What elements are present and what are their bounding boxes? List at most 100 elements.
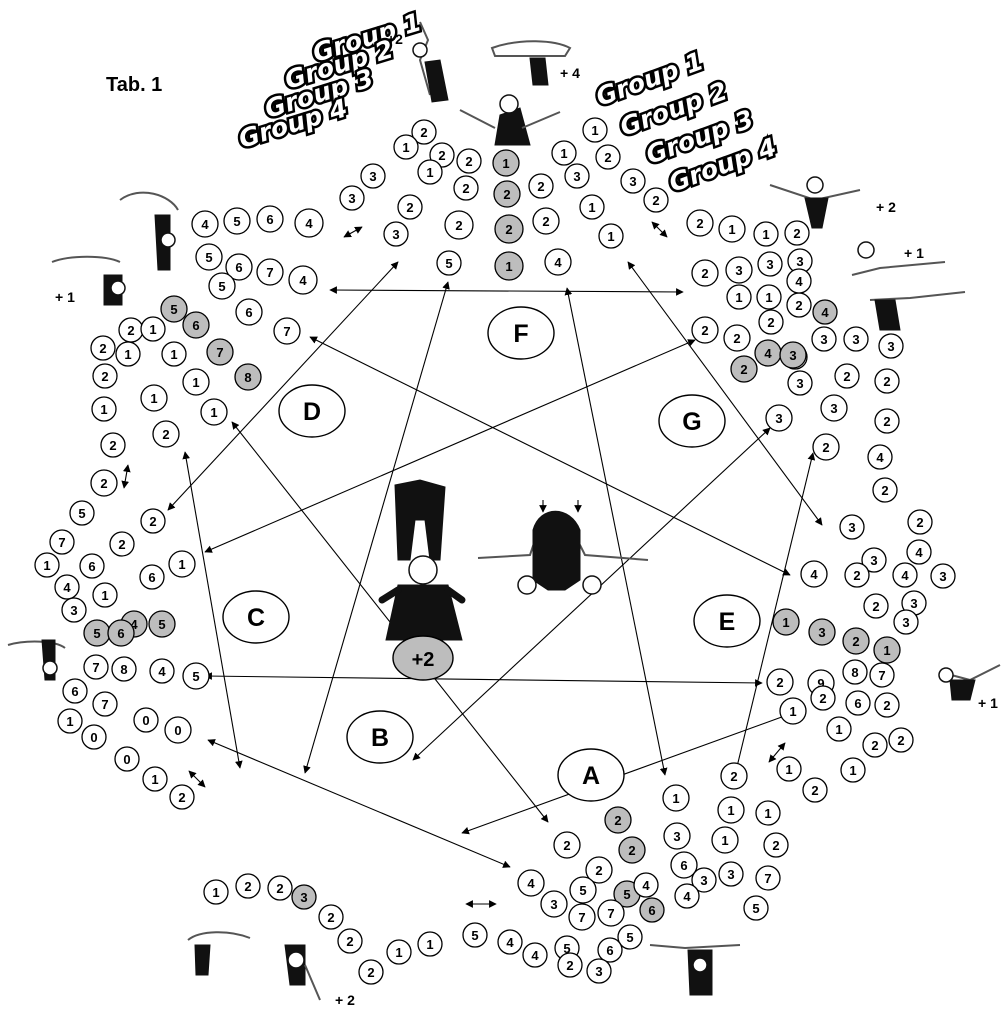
- svg-text:6: 6: [854, 696, 861, 711]
- svg-text:4: 4: [63, 580, 71, 595]
- svg-text:4: 4: [901, 568, 909, 583]
- svg-text:2: 2: [772, 838, 779, 853]
- score-circle: 2: [842, 627, 870, 655]
- score-circle: 4: [149, 658, 175, 684]
- bonus-label: + 2: [876, 199, 896, 215]
- score-circle: 2: [802, 777, 828, 803]
- connection-arrow: [768, 742, 786, 763]
- score-circle: 5: [569, 876, 597, 904]
- svg-text:4: 4: [915, 545, 923, 560]
- svg-text:4: 4: [299, 273, 307, 288]
- gymnast-figure-top-center: + 4: [459, 40, 580, 146]
- svg-text:2: 2: [420, 125, 427, 140]
- svg-text:2: 2: [871, 738, 878, 753]
- svg-text:1: 1: [735, 290, 742, 305]
- svg-text:5: 5: [78, 506, 85, 521]
- zone-label: D: [303, 398, 321, 426]
- svg-text:1: 1: [402, 140, 409, 155]
- score-circle: 1: [776, 756, 802, 782]
- score-circle: 2: [888, 727, 914, 753]
- score-circle: 4: [633, 872, 659, 898]
- score-circle: 6: [139, 564, 165, 590]
- svg-text:4: 4: [130, 617, 138, 632]
- score-circle: 1: [91, 396, 117, 422]
- score-circle: 6: [639, 897, 665, 923]
- score-circle: 2: [140, 508, 166, 534]
- score-circle: 2: [235, 873, 261, 899]
- score-circle: 1: [34, 552, 60, 578]
- score-circle: 0: [81, 724, 107, 750]
- score-circle: 7: [92, 691, 118, 717]
- score-circle: 7: [206, 338, 234, 366]
- svg-text:2: 2: [740, 362, 747, 377]
- score-circle: 6: [79, 553, 105, 579]
- score-circle: 4: [288, 265, 318, 295]
- svg-text:5: 5: [579, 883, 586, 898]
- svg-text:8: 8: [120, 662, 127, 677]
- svg-text:2: 2: [795, 298, 802, 313]
- zone-E: E: [693, 594, 761, 648]
- svg-text:1: 1: [728, 222, 735, 237]
- zone-label: C: [247, 604, 265, 632]
- score-circle: 2: [872, 477, 898, 503]
- score-circle: 2: [585, 856, 613, 884]
- score-circle: 2: [493, 180, 521, 208]
- svg-text:2: 2: [99, 341, 106, 356]
- score-circle: 3: [725, 256, 753, 284]
- score-circle: 1: [161, 341, 187, 367]
- score-circle: 2: [456, 148, 482, 174]
- zone-A: A: [557, 748, 625, 802]
- svg-text:2: 2: [505, 222, 512, 237]
- svg-text:2: 2: [276, 881, 283, 896]
- zone-label: B: [371, 724, 389, 752]
- score-circle: 7: [83, 654, 109, 680]
- score-circle: 8: [234, 363, 262, 391]
- score-circle: 1: [779, 697, 807, 725]
- score-circle: 2: [812, 433, 840, 461]
- score-circle: 2: [453, 175, 479, 201]
- svg-text:1: 1: [100, 402, 107, 417]
- svg-text:1: 1: [591, 123, 598, 138]
- score-circle: 5: [436, 250, 462, 276]
- svg-text:1: 1: [178, 557, 185, 572]
- score-circle: 3: [808, 618, 836, 646]
- svg-text:1: 1: [782, 615, 789, 630]
- svg-text:9: 9: [817, 676, 824, 691]
- svg-text:7: 7: [266, 265, 273, 280]
- svg-text:3: 3: [766, 257, 773, 272]
- svg-text:1: 1: [150, 391, 157, 406]
- svg-text:7: 7: [216, 345, 223, 360]
- svg-text:1: 1: [505, 259, 512, 274]
- score-circle: 2: [686, 209, 714, 237]
- svg-text:2: 2: [537, 179, 544, 194]
- svg-text:2: 2: [101, 369, 108, 384]
- score-circle: 2: [691, 259, 719, 287]
- svg-text:6: 6: [606, 943, 613, 958]
- score-circle: 4: [800, 560, 828, 588]
- score-circle: 8: [111, 656, 137, 682]
- center-bonus-label: +2: [412, 649, 435, 671]
- svg-text:2: 2: [149, 514, 156, 529]
- score-circle: 4: [674, 883, 700, 909]
- score-circle: 1: [393, 134, 419, 160]
- score-circle: 2: [318, 904, 344, 930]
- svg-text:1: 1: [426, 165, 433, 180]
- score-circle: 1: [873, 636, 901, 664]
- svg-text:4: 4: [158, 664, 166, 679]
- svg-text:4: 4: [527, 876, 535, 891]
- svg-text:3: 3: [796, 254, 803, 269]
- svg-text:2: 2: [853, 568, 860, 583]
- score-circle: 1: [551, 140, 577, 166]
- bonus-label: +2: [387, 31, 403, 47]
- score-circle: 2: [874, 368, 900, 394]
- svg-text:7: 7: [58, 535, 65, 550]
- svg-text:2: 2: [566, 958, 573, 973]
- table-title: Tab. 1: [106, 74, 163, 96]
- svg-text:2: 2: [455, 218, 462, 233]
- svg-text:4: 4: [554, 255, 562, 270]
- svg-text:2: 2: [916, 515, 923, 530]
- svg-text:3: 3: [348, 191, 355, 206]
- score-circle: 3: [893, 609, 919, 635]
- svg-text:2: 2: [628, 843, 635, 858]
